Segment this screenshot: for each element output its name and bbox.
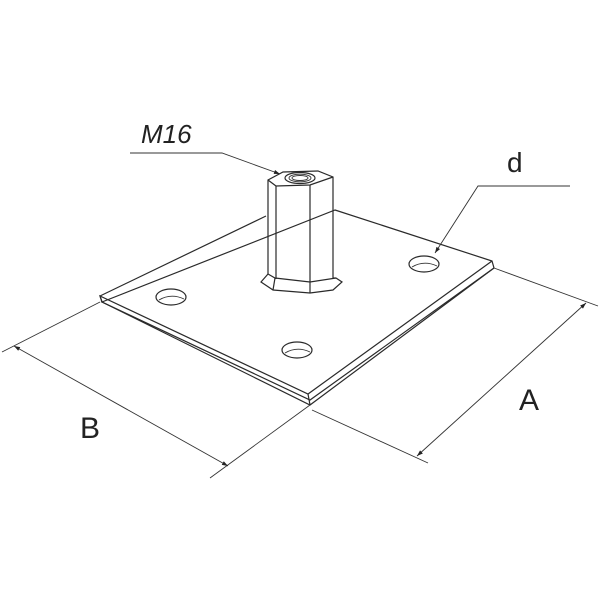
- hole-front: [281, 341, 313, 359]
- d-leader: [434, 185, 570, 254]
- dimension-b: [1, 301, 311, 479]
- hole-diameter-label: d: [507, 147, 523, 178]
- m16-leader: [130, 152, 281, 175]
- dimension-a-label: A: [519, 384, 539, 417]
- dimension-b-label: B: [80, 412, 100, 445]
- hex-nut: [260, 170, 343, 294]
- hole-right: [408, 255, 440, 273]
- thread-label: M16: [141, 119, 192, 149]
- dimension-a: [311, 267, 599, 464]
- plate: [98, 209, 495, 406]
- hole-left: [155, 288, 187, 306]
